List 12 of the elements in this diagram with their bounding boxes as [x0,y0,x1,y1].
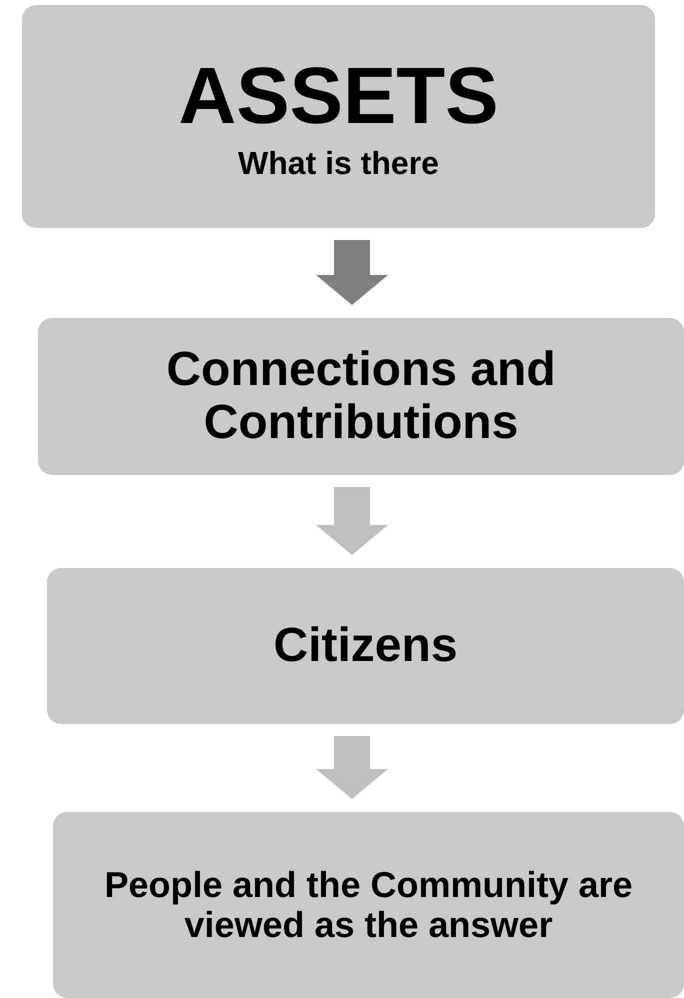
arrow [316,240,388,305]
process-box [38,318,684,475]
process-box [22,5,655,228]
box-heading: ASSETS [177,52,500,140]
arrow [316,736,388,799]
process-box [47,568,684,724]
box-label: Connections and Contributions [165,344,557,450]
box-label: People and the Community are viewed as the answer [103,865,634,945]
process-box [53,812,684,998]
box-label: Citizens [272,620,459,672]
box-subtitle: What is there [237,146,440,182]
arrow [316,487,388,555]
